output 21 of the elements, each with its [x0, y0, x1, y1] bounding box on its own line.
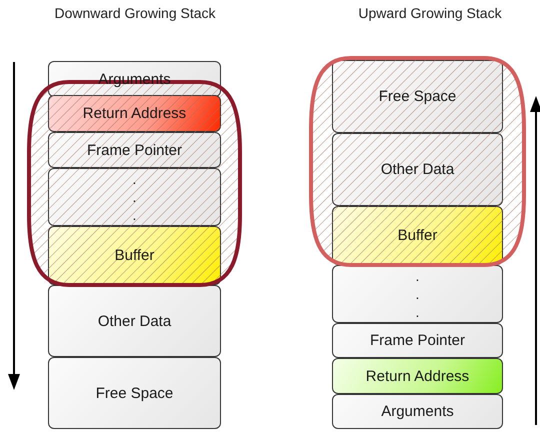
box-label: Free Space: [96, 384, 174, 402]
box-label: Frame Pointer: [86, 142, 182, 158]
box-label: Other Data: [98, 312, 172, 330]
stack-frame-box: [48, 285, 221, 357]
box-label: Other Data: [380, 161, 454, 178]
ellipsis-text: . . .: [414, 267, 420, 321]
box-label: Return Address: [82, 105, 186, 122]
stack-title: Upward Growing Stack: [357, 4, 503, 22]
box-label: Arguments: [381, 403, 454, 420]
ellipsis-text: . . .: [132, 170, 138, 224]
box-label: Buffer: [398, 227, 438, 244]
box-label: Return Address: [366, 368, 470, 384]
stack-frame-box: [332, 265, 503, 323]
stack-frame-box: [332, 394, 503, 429]
box-label: Frame Pointer: [370, 332, 466, 349]
stack-frame-box: [332, 358, 503, 394]
stack-frame-box: [48, 357, 221, 429]
stack-title: Downward Growing Stack: [53, 4, 217, 22]
box-label: Buffer: [114, 247, 154, 264]
stack-frame-box: [332, 323, 503, 358]
box-label: Free Space: [378, 88, 456, 105]
